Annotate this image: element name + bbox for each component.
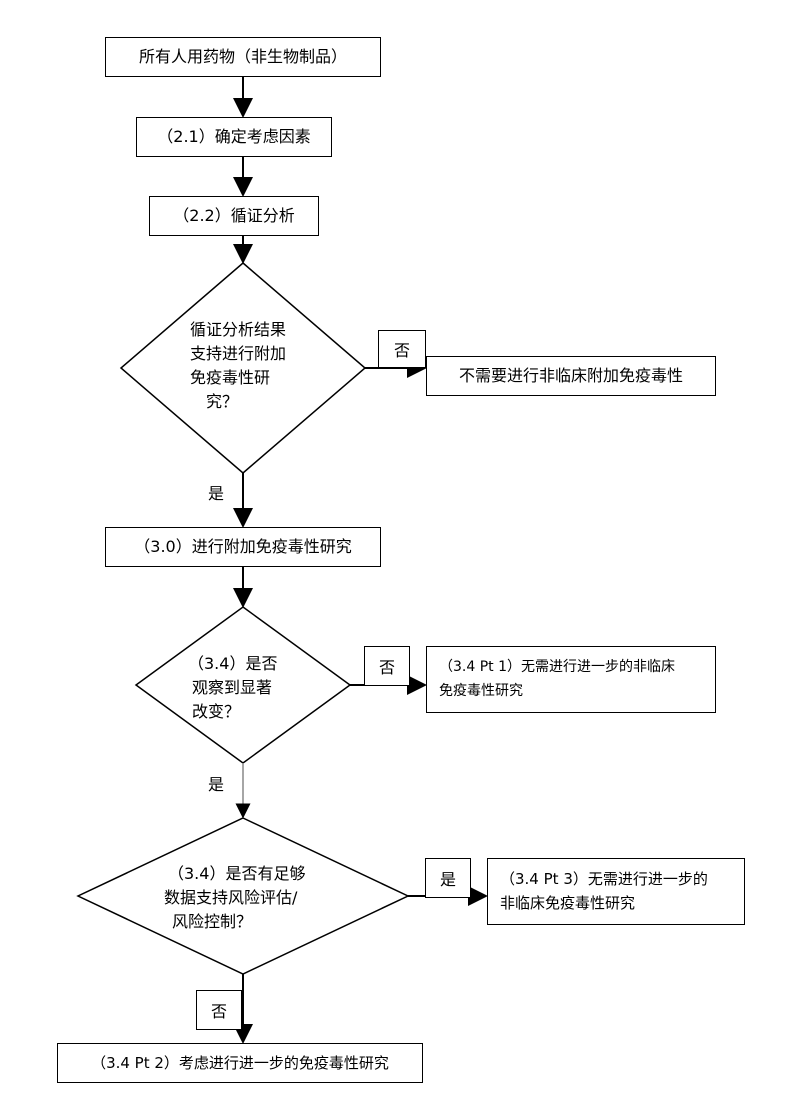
yes-label-1: 是: [208, 484, 225, 503]
no-label-box-1: 否: [378, 330, 426, 368]
decision-1-text: 循证分析结果 支持进行附加 免疫毒性研 究？: [190, 320, 287, 411]
outcome-no-immunotox: 不需要进行非临床附加免疫毒性: [426, 356, 716, 396]
yes-label-box-3: 是: [425, 858, 471, 898]
step-2-1-node: （2.1）确定考虑因素: [136, 117, 332, 157]
decision-2-text: （3.4）是否 观察到显著 改变？: [188, 654, 278, 721]
outcome-pt3: （3.4 Pt 3）无需进行进一步的 非临床免疫毒性研究: [487, 858, 745, 925]
outcome-pt1: （3.4 Pt 1）无需进行进一步的非临床 免疫毒性研究: [426, 646, 716, 713]
step-2-2-node: （2.2）循证分析: [149, 196, 319, 236]
yes-label-2: 是: [208, 775, 225, 794]
start-node: 所有人用药物（非生物制品）: [105, 37, 381, 77]
step-3-0-node: （3.0）进行附加免疫毒性研究: [105, 527, 381, 567]
no-label-box-2: 否: [364, 646, 410, 686]
decision-3-text: （3.4）是否有足够 数据支持风险评估/ 风险控制？: [164, 864, 306, 931]
no-label-box-3: 否: [196, 990, 242, 1030]
outcome-pt2: （3.4 Pt 2）考虑进行进一步的免疫毒性研究: [57, 1043, 423, 1083]
